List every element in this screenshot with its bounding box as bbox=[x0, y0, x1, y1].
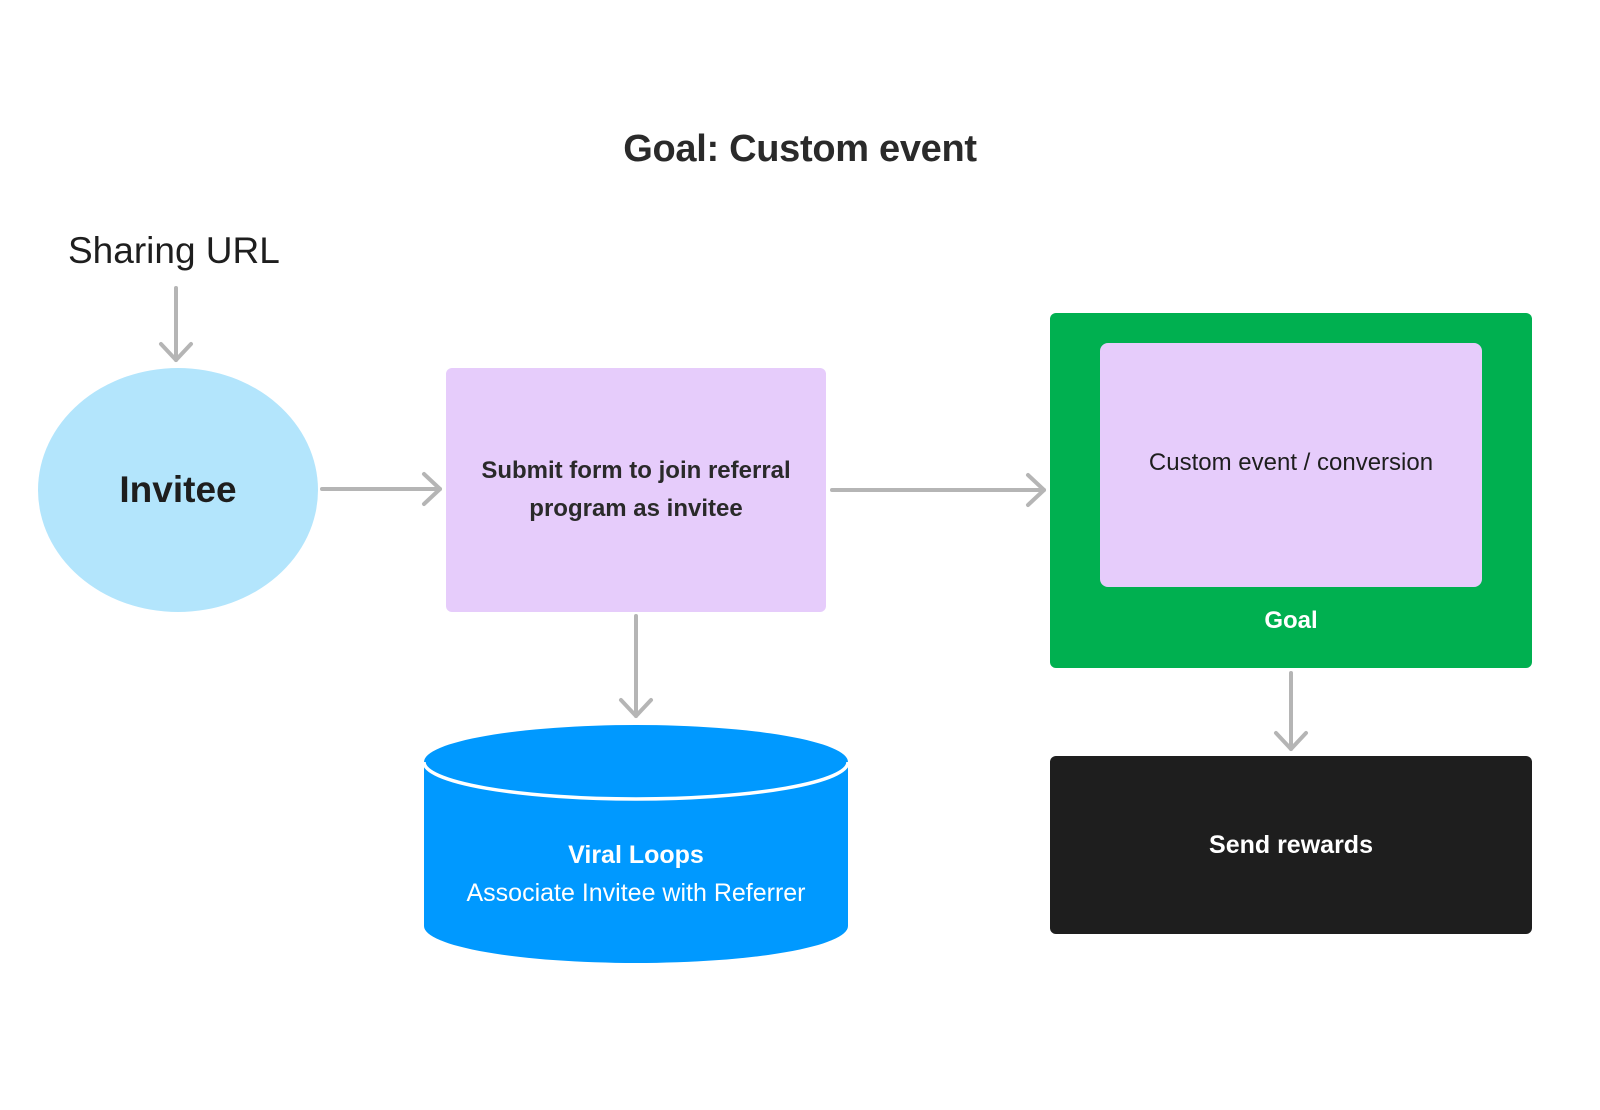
arrow-submit-to-goal bbox=[830, 473, 1046, 507]
arrow-invitee-to-submit bbox=[320, 472, 442, 506]
submit-form-node: Submit form to join referral program as … bbox=[446, 368, 826, 612]
arrow-goal-to-rewards bbox=[1274, 671, 1308, 751]
send-rewards-label: Send rewards bbox=[1209, 830, 1373, 859]
diagram-title: Goal: Custom event bbox=[623, 128, 977, 170]
arrow-submit-to-database bbox=[619, 614, 653, 718]
invitee-node: Invitee bbox=[38, 368, 318, 612]
goal-label: Goal bbox=[1264, 607, 1318, 634]
database-title: Viral Loops bbox=[568, 841, 704, 869]
custom-event-node bbox=[1100, 343, 1482, 587]
database-subtitle: Associate Invitee with Referrer bbox=[466, 879, 806, 907]
invitee-label: Invitee bbox=[119, 469, 237, 510]
submit-form-label: Submit form to join referral program as … bbox=[481, 457, 791, 522]
send-rewards-node: Send rewards bbox=[1050, 756, 1532, 934]
arrow-sharing-url-to-invitee bbox=[159, 286, 193, 362]
sharing-url-label: Sharing URL bbox=[68, 230, 280, 271]
custom-event-label: Custom event / conversion bbox=[1148, 449, 1434, 476]
